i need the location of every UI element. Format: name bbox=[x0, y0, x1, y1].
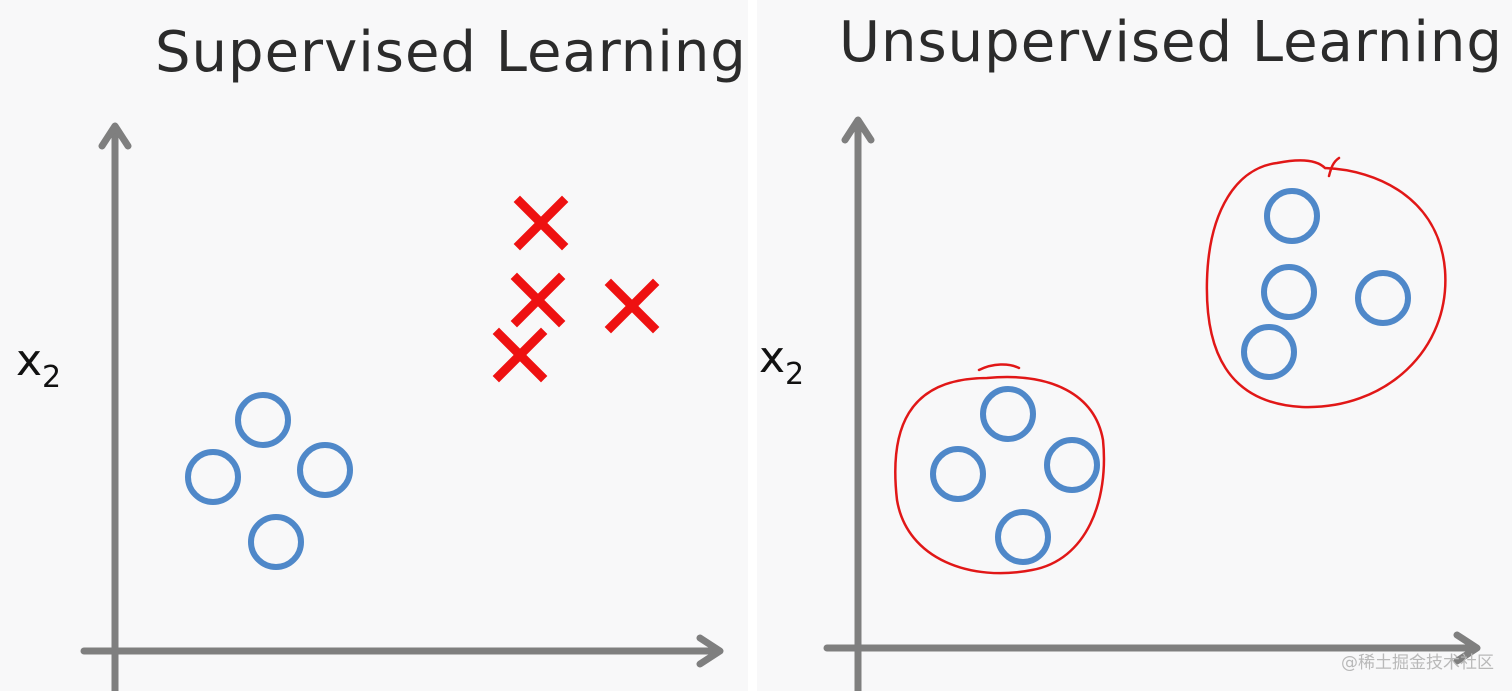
cluster-circle-marker bbox=[1264, 188, 1320, 244]
cluster-outline-bottom-overlap bbox=[977, 363, 1021, 372]
cluster-circle-marker bbox=[1261, 264, 1317, 320]
cluster-circle-marker bbox=[930, 446, 986, 502]
cluster-circle-marker bbox=[1355, 270, 1411, 326]
supervised-plot bbox=[80, 122, 724, 691]
supervised-x-axis-arrowhead bbox=[696, 634, 724, 668]
class-a-circle-marker bbox=[248, 514, 304, 570]
unsupervised-x-axis-arrowhead bbox=[1453, 631, 1481, 665]
unsupervised-panel: Unsupervised Learning x2 bbox=[757, 0, 1512, 691]
class-b-cross-marker bbox=[604, 278, 660, 334]
cluster-outline-bottom bbox=[894, 375, 1106, 575]
cluster-outline-top bbox=[1205, 159, 1447, 409]
cluster-circle-marker bbox=[995, 509, 1051, 565]
cluster-circle-marker bbox=[1044, 437, 1100, 493]
unsupervised-y-label-main: x bbox=[759, 332, 786, 383]
cluster-circle-marker bbox=[1241, 324, 1297, 380]
class-b-cross-marker bbox=[492, 327, 548, 383]
class-b-cross-marker bbox=[510, 272, 566, 328]
supervised-panel: Supervised Learning x2 bbox=[0, 0, 748, 691]
supervised-y-axis-arrowhead bbox=[98, 122, 132, 150]
watermark: @稀土掘金技术社区 bbox=[1341, 653, 1494, 673]
supervised-y-label-main: x bbox=[16, 335, 43, 386]
unsupervised-plot bbox=[823, 116, 1481, 691]
supervised-y-axis-label: x2 bbox=[16, 335, 61, 395]
unsupervised-title: Unsupervised Learning bbox=[839, 10, 1503, 75]
cluster-circle-marker bbox=[980, 386, 1036, 442]
class-a-circle-marker bbox=[297, 442, 353, 498]
unsupervised-y-axis-arrowhead bbox=[841, 116, 875, 144]
class-a-circle-marker bbox=[235, 392, 291, 448]
class-a-circle-marker bbox=[185, 449, 241, 505]
class-b-cross-marker bbox=[513, 195, 569, 251]
unsupervised-y-label-subscript: 2 bbox=[785, 357, 805, 392]
unsupervised-y-axis-label: x2 bbox=[759, 332, 804, 392]
supervised-title: Supervised Learning bbox=[155, 20, 747, 85]
cluster-outline-top-overlap bbox=[1327, 156, 1341, 178]
supervised-y-label-subscript: 2 bbox=[42, 360, 62, 395]
